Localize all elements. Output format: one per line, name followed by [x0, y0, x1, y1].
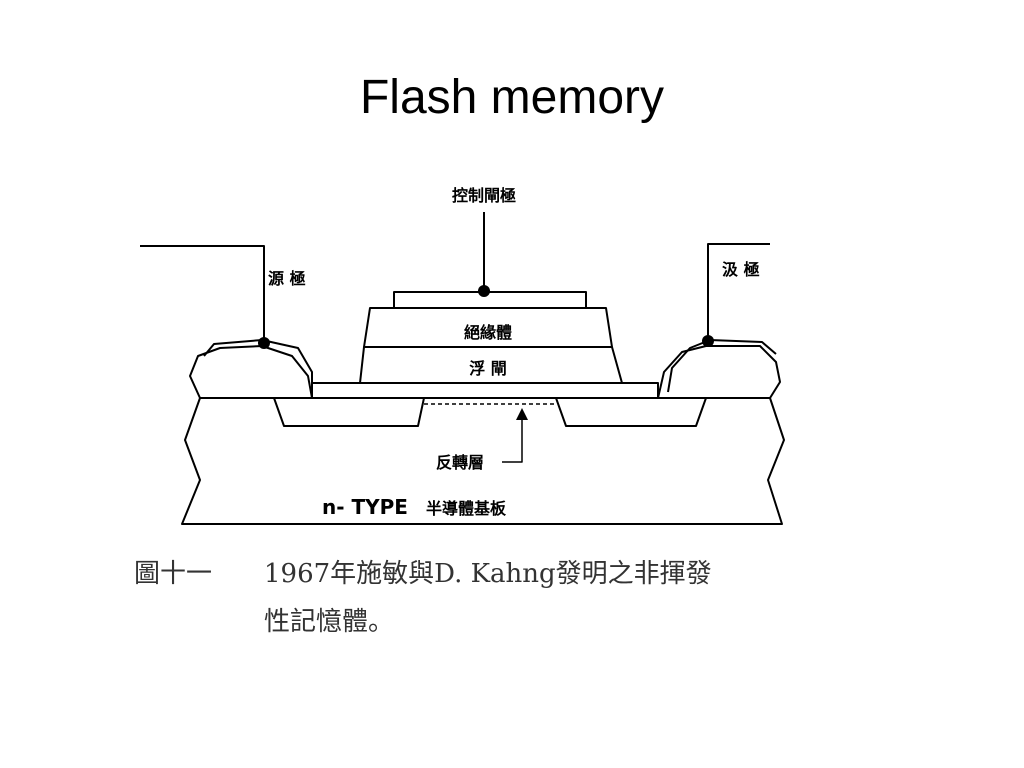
source-contact-dot [258, 337, 270, 349]
label-control-gate: 控制閘極 [452, 186, 516, 205]
drain-contact-dot [702, 335, 714, 347]
drain-contact [657, 345, 781, 399]
slide-title: Flash memory [359, 71, 665, 124]
gate-oxide [311, 382, 659, 399]
control-gate [393, 291, 587, 309]
drain-well [555, 397, 707, 427]
figure-tag: 圖十一 [134, 559, 213, 589]
caption-line-2: 性記憶體。 [264, 607, 395, 637]
label-substrate-type: n- TYPE [322, 495, 408, 519]
label-source: 源 極 [268, 269, 306, 288]
substrate-block [181, 397, 785, 525]
inversion-arrowhead [516, 408, 528, 420]
caption-line-1: 1967年施敏與D. Kahng發明之非揮發 [264, 559, 712, 589]
label-inversion-layer: 反轉層 [436, 453, 484, 472]
label-substrate-name: 半導體基板 [426, 499, 507, 518]
label-insulator: 絕緣體 [464, 323, 512, 342]
source-lead [140, 245, 265, 343]
label-floating-gate: 浮 閘 [469, 359, 507, 378]
source-contact [189, 345, 313, 399]
drain-lead [707, 243, 770, 341]
inversion-pointer [502, 416, 523, 463]
source-well [273, 397, 425, 427]
control-gate-dot [478, 285, 490, 297]
figure-caption: 圖十一 1967年施敏與D. Kahng發明之非揮發 性記憶體。 [134, 550, 834, 646]
label-drain: 汲 極 [722, 260, 760, 279]
